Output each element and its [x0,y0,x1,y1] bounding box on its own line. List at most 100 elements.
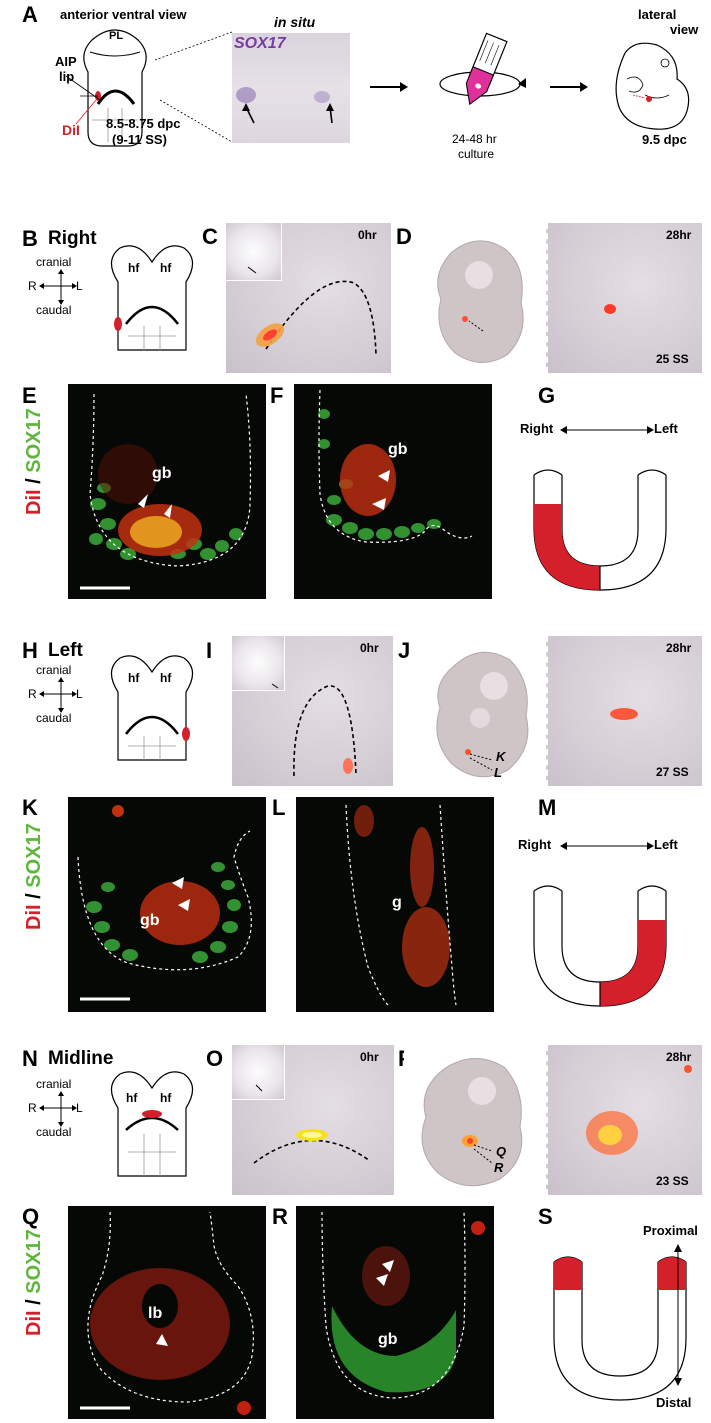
e-gb-label: gb [152,465,172,482]
a-culture-line2: culture [458,147,495,161]
s-gut-schematic [553,1256,687,1401]
a-sox17-label: SOX17 [234,35,286,52]
p-time-label: 28hr [666,1050,692,1064]
n-axis-compass: cranial caudal R L [28,1078,98,1138]
g-left-label: Left [654,421,678,436]
i-time-label: 0hr [360,641,379,655]
q-confocal: lb [68,1206,266,1419]
n-title: Midline [48,1048,114,1069]
panel-label-j: J [398,638,411,663]
b-hf-left: hf [128,261,140,275]
p-q-marker: Q [496,1144,507,1159]
a-view-title: anterior ventral view [60,7,187,22]
panel-label-a: A [22,2,38,27]
a-pl-label: PL [109,30,124,42]
m-right-label: Right [518,837,552,852]
c-photo: 0hr [226,223,391,373]
k-stain-sox17: SOX17 [23,823,45,888]
a-culture-line1: 24-48 hr [452,132,497,146]
j-photo-zoom: 28hr 27 SS [546,636,702,786]
a-somite-label: (9-11 SS) [112,132,167,147]
k-stain-vertical: DiI / SOX17 [23,823,45,930]
d-time-label: 28hr [666,228,692,242]
k-confocal: gb [68,797,266,1012]
panel-label-q: Q [22,1204,40,1229]
p-photo-whole: Q R [404,1045,544,1195]
a-lateral-line2: view [670,22,699,37]
m-left-label: Left [654,837,678,852]
a-lip-label: lip [59,69,75,84]
j-time-label: 28hr [666,641,692,655]
panel-label-r: R [272,1204,288,1229]
f-gb-label: gb [388,441,408,458]
a-insitu-photo: SOX17 [232,33,350,143]
panel-label-l: L [272,795,286,820]
panel-label-d: D [396,224,412,249]
n-cranial-label: cranial [36,1077,72,1091]
panel-label-o: O [206,1046,224,1071]
g-gut-schematic [533,426,667,591]
i-photo: 0hr [232,636,393,786]
c-time-label: 0hr [358,228,377,242]
b-title: Right [48,228,97,249]
panel-label-n: N [22,1046,38,1071]
panel-label-g: G [538,383,556,408]
a-zoom-lines [154,31,233,143]
q-stain-vertical: DiI / SOX17 [23,1229,45,1336]
o-photo: 0hr [232,1045,394,1195]
h-caudal-label: caudal [36,711,72,725]
p-r-marker: R [494,1160,504,1175]
q-lb-label: lb [148,1305,163,1322]
j-photo-whole: K L [424,636,544,786]
b-schematic [110,245,194,351]
panel-label-m: M [538,795,557,820]
panel-label-f: F [270,383,284,408]
h-hf-right: hf [160,671,172,685]
b-caudal-label: caudal [36,303,72,317]
r-confocal: gb [296,1206,494,1419]
h-axis-compass: cranial caudal R L [28,664,98,724]
a-culture-tube [439,32,526,106]
k-stain-dii: DiI [23,904,45,930]
a-arrow-2 [550,82,588,92]
n-caudal-label: caudal [36,1125,72,1139]
i-inset [232,636,285,691]
a-embryo-schematic [65,29,147,147]
a-arrow-1 [370,82,408,92]
panel-label-c: C [202,224,218,249]
h-schematic [110,655,194,761]
n-l-label: L [76,1101,83,1115]
b-hf-right: hf [160,261,172,275]
n-hf-right: hf [160,1091,172,1105]
q-stain-dii: DiI [23,1310,45,1336]
n-r-label: R [28,1101,37,1115]
s-proximal-label: Proximal [643,1223,698,1238]
j-l-marker: L [494,765,502,780]
e-stain-dii: DiI [23,489,45,515]
b-l-label: L [76,279,83,293]
panel-label-s: S [538,1204,553,1229]
p-ss-label: 23 SS [656,1174,689,1188]
j-ss-label: 27 SS [656,765,689,779]
p-photo-zoom: 28hr 23 SS [546,1045,702,1195]
e-stain-sox17: SOX17 [23,408,45,473]
a-aip-label: AIP [55,54,77,69]
a-lateral-embryo [615,42,690,130]
d-ss-label: 25 SS [656,352,689,366]
a-dil-label: DiI [62,122,80,138]
panel-label-b: B [22,226,38,251]
g-right-label: Right [520,421,554,436]
s-distal-label: Distal [656,1395,692,1410]
q-stain-slash: / [23,1293,45,1311]
b-axis-compass: cranial caudal R L [28,256,98,316]
d-photo-zoom: 28hr 25 SS [546,223,702,373]
s-proximal-distal-arrow [674,1244,682,1386]
panel-label-e: E [22,383,37,408]
e-stain-slash: / [23,472,45,490]
panel-label-i: I [206,638,213,663]
o-time-label: 0hr [360,1050,379,1064]
a-lateral-line1: lateral [638,7,677,22]
j-k-marker: K [496,749,506,764]
b-cranial-label: cranial [36,255,72,269]
a-insitu-title: in situ [274,14,316,30]
